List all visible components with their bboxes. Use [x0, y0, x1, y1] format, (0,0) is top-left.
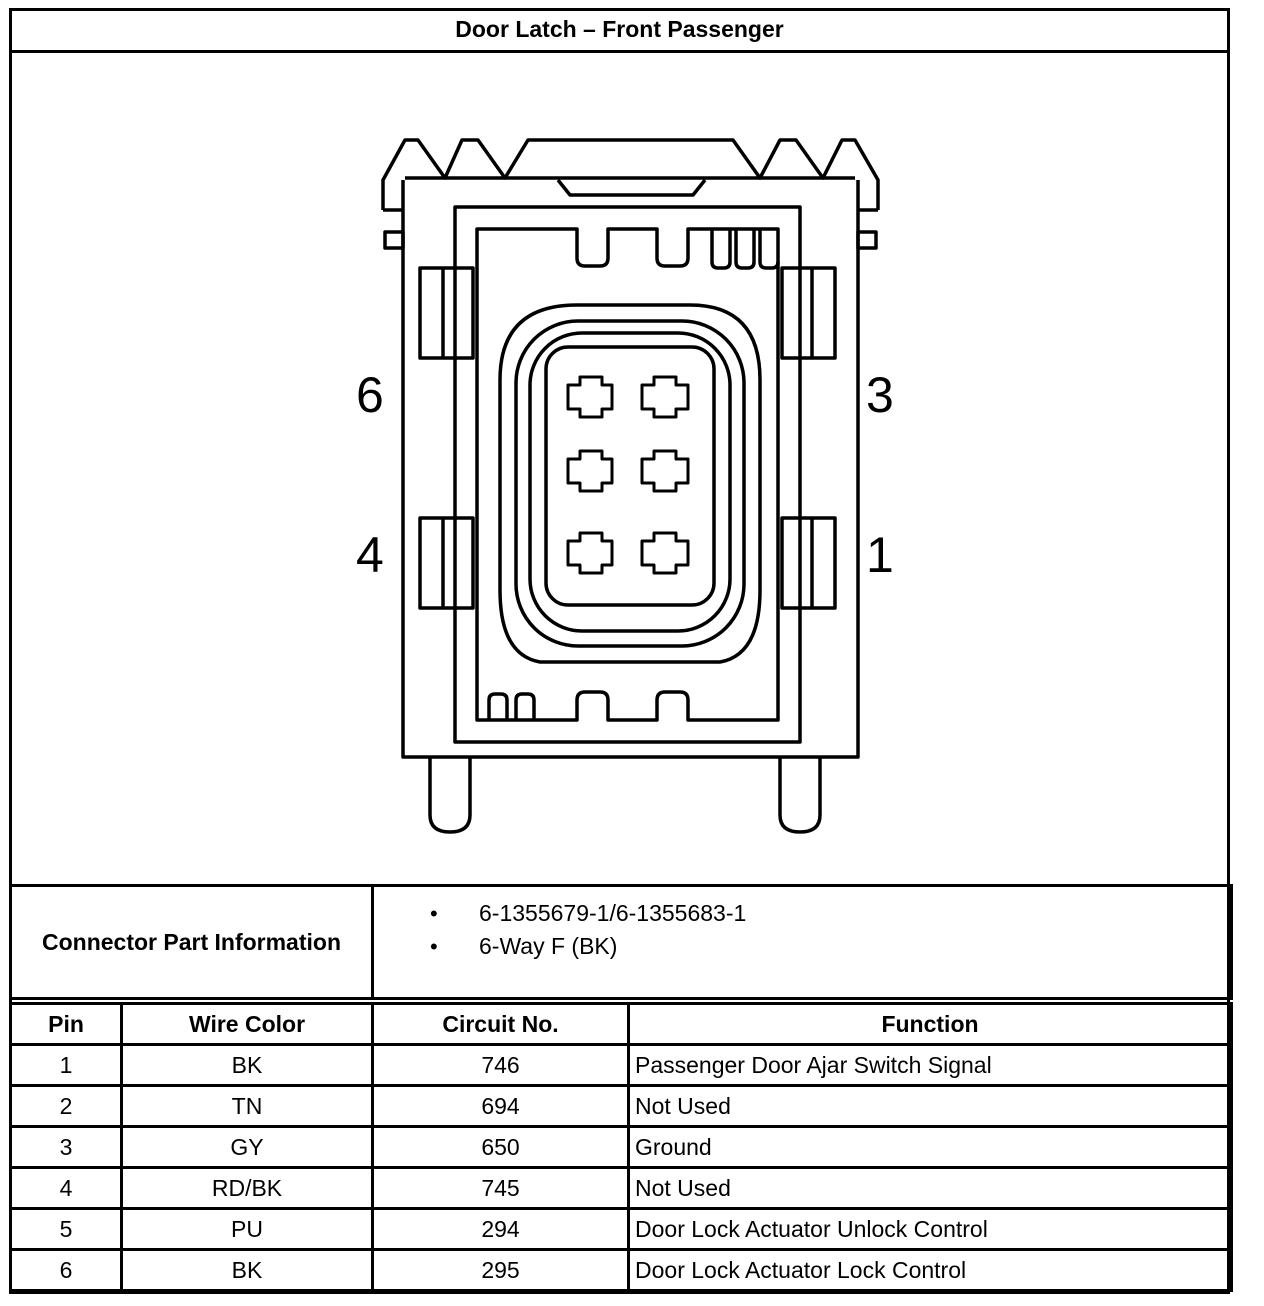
wire-color: RD/BK: [120, 1166, 374, 1210]
table-row: 6 BK 295 Door Lock Actuator Lock Control: [9, 1248, 1233, 1292]
connector-part-number: 6-1355679-1/6-1355683-1: [374, 897, 1230, 930]
pin-table: Pin Wire Color Circuit No. Function 1 BK…: [9, 1002, 1233, 1292]
table-row: 2 TN 694 Not Used: [9, 1084, 1233, 1128]
wire-color: PU: [120, 1207, 374, 1251]
pin-function: Not Used: [627, 1166, 1233, 1210]
pin-function: Passenger Door Ajar Switch Signal: [627, 1043, 1233, 1087]
header-pin: Pin: [9, 1002, 123, 1046]
circuit-number: 650: [371, 1125, 630, 1169]
pin-table-header: Pin Wire Color Circuit No. Function: [9, 1002, 1233, 1046]
connector-info-table: Connector Part Information 6-1355679-1/6…: [9, 884, 1233, 1000]
wire-color: BK: [120, 1043, 374, 1087]
wire-color: TN: [120, 1084, 374, 1128]
table-row: 5 PU 294 Door Lock Actuator Unlock Contr…: [9, 1207, 1233, 1251]
wire-color: GY: [120, 1125, 374, 1169]
pin-label-3: 3: [866, 367, 894, 423]
diagram-frame: [9, 8, 1230, 1294]
pin-function: Door Lock Actuator Unlock Control: [627, 1207, 1233, 1251]
pin-number: 4: [9, 1166, 123, 1210]
table-row: 4 RD/BK 745 Not Used: [9, 1166, 1233, 1210]
pin-label-6: 6: [356, 367, 384, 423]
pin-number: 6: [9, 1248, 123, 1292]
pin-number: 5: [9, 1207, 123, 1251]
table-row: 1 BK 746 Passenger Door Ajar Switch Sign…: [9, 1043, 1233, 1087]
circuit-number: 694: [371, 1084, 630, 1128]
pin-label-4: 4: [356, 527, 384, 583]
circuit-number: 745: [371, 1166, 630, 1210]
connector-info-label: Connector Part Information: [9, 884, 374, 1000]
pin-function: Not Used: [627, 1084, 1233, 1128]
circuit-number: 295: [371, 1248, 630, 1292]
pin-number: 1: [9, 1043, 123, 1087]
header-circuit: Circuit No.: [371, 1002, 630, 1046]
pin-number: 2: [9, 1084, 123, 1128]
table-row: 3 GY 650 Ground: [9, 1125, 1233, 1169]
wire-color: BK: [120, 1248, 374, 1292]
header-wire-color: Wire Color: [120, 1002, 374, 1046]
pin-number: 3: [9, 1125, 123, 1169]
pin-label-1: 1: [866, 527, 894, 583]
page-title: Door Latch – Front Passenger: [9, 8, 1230, 53]
circuit-number: 294: [371, 1207, 630, 1251]
pin-function: Door Lock Actuator Lock Control: [627, 1248, 1233, 1292]
connector-type: 6-Way F (BK): [374, 930, 1230, 963]
circuit-number: 746: [371, 1043, 630, 1087]
header-function: Function: [627, 1002, 1233, 1046]
pin-function: Ground: [627, 1125, 1233, 1169]
connector-info-list: 6-1355679-1/6-1355683-1 6-Way F (BK): [371, 884, 1233, 1000]
